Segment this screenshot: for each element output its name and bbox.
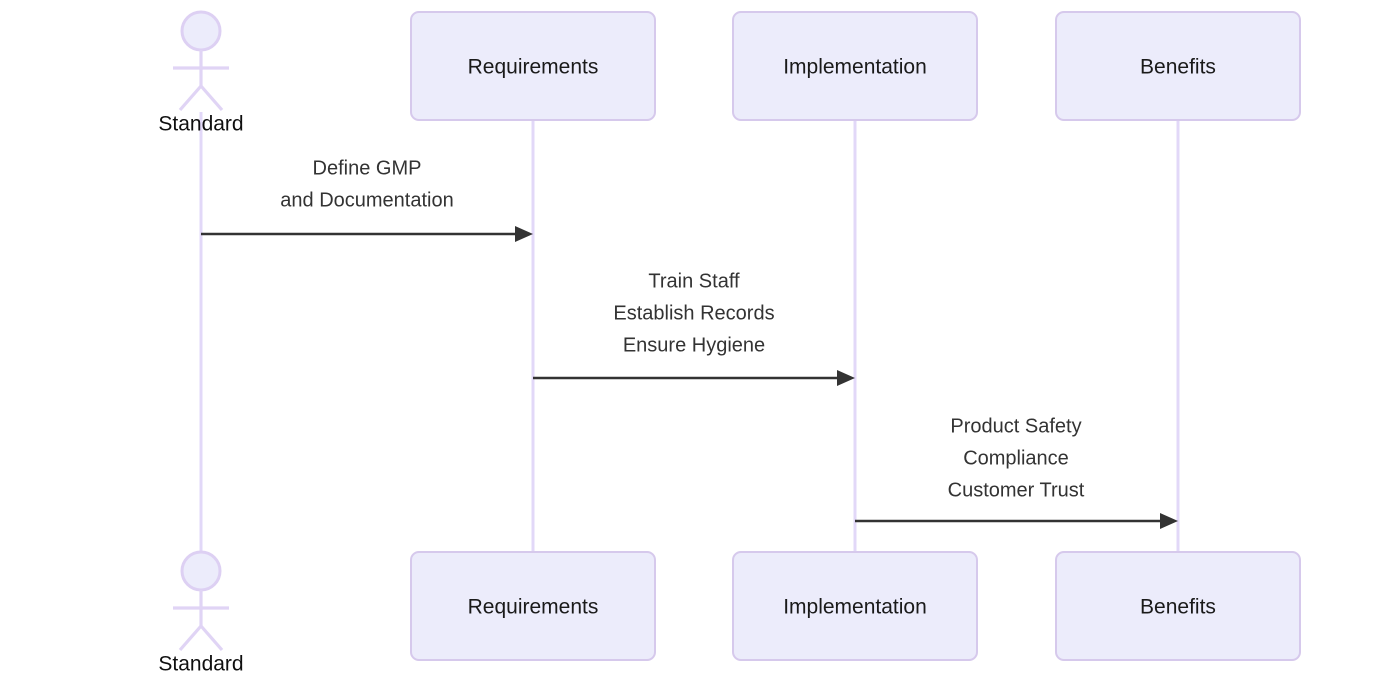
participant-box xyxy=(410,551,656,661)
actor-label-bottom: Standard xyxy=(158,653,243,676)
participant-requirements-bottom[interactable]: Requirements xyxy=(410,551,656,661)
participant-boxes-top: Requirements Implementation Benefits xyxy=(410,11,1301,121)
actor-leg-left-icon xyxy=(178,84,203,112)
participant-box xyxy=(1055,11,1301,121)
participant-label: Benefits xyxy=(1140,56,1216,79)
actor-leg-right-icon xyxy=(199,624,224,652)
actor-standard-top[interactable]: Standard xyxy=(158,10,244,136)
participant-label: Implementation xyxy=(783,56,927,79)
participant-benefits-top[interactable]: Benefits xyxy=(1055,11,1301,121)
message-define-gmp[interactable]: Define GMP and Documentation xyxy=(201,157,533,242)
participant-box xyxy=(1055,551,1301,661)
message-arrowhead-icon xyxy=(837,370,855,386)
actor-head-icon xyxy=(180,550,222,592)
message-arrowhead-icon xyxy=(1160,513,1178,529)
message-arrowhead-icon xyxy=(515,226,533,242)
message-label-line: Define GMP xyxy=(313,157,422,179)
actor-label-top: Standard xyxy=(158,113,243,136)
participant-label: Requirements xyxy=(468,56,599,79)
message-label-line: Ensure Hygiene xyxy=(623,334,765,356)
actor-standard-bottom[interactable]: Standard xyxy=(158,550,244,676)
actor-leg-right-icon xyxy=(199,84,224,112)
participant-implementation-top[interactable]: Implementation xyxy=(732,11,978,121)
participant-implementation-bottom[interactable]: Implementation xyxy=(732,551,978,661)
participant-boxes-bottom: Requirements Implementation Benefits xyxy=(410,551,1301,661)
message-label-line: and Documentation xyxy=(280,189,453,211)
participant-label: Requirements xyxy=(468,596,599,619)
message-label-line: Customer Trust xyxy=(948,479,1085,501)
participant-box xyxy=(732,11,978,121)
message-label-line: Train Staff xyxy=(648,270,740,292)
message-label-line: Product Safety xyxy=(950,415,1081,437)
participant-requirements-top[interactable]: Requirements xyxy=(410,11,656,121)
participant-box xyxy=(732,551,978,661)
participant-benefits-bottom[interactable]: Benefits xyxy=(1055,551,1301,661)
message-product-safety[interactable]: Product Safety Compliance Customer Trust xyxy=(855,415,1178,529)
message-label-line: Establish Records xyxy=(613,302,774,324)
participant-label: Implementation xyxy=(783,596,927,619)
actor-head-icon xyxy=(180,10,222,52)
message-label-line: Compliance xyxy=(963,447,1069,469)
lifelines-group xyxy=(199,112,1180,556)
participant-label: Benefits xyxy=(1140,596,1216,619)
participant-box xyxy=(410,11,656,121)
message-train-staff[interactable]: Train Staff Establish Records Ensure Hyg… xyxy=(533,270,855,386)
actor-leg-left-icon xyxy=(178,624,203,652)
